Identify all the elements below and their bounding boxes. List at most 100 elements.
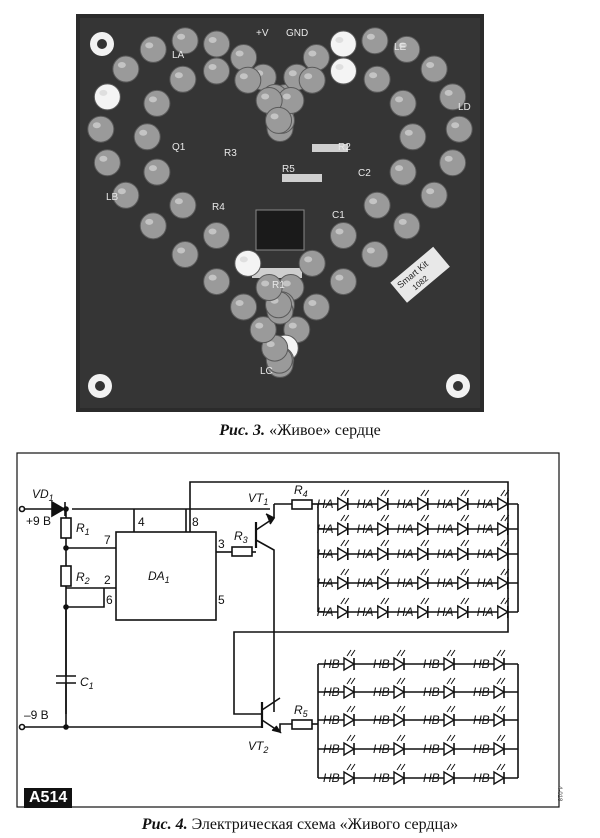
- figure-3-title: «Живое» сердце: [269, 422, 381, 439]
- led-label: HA: [397, 497, 414, 511]
- led-hb: [393, 763, 406, 786]
- led-ha: [457, 489, 470, 512]
- pcb-led: [230, 44, 258, 72]
- led-ha: [457, 514, 470, 537]
- led-label: HA: [437, 497, 454, 511]
- pcb-led: [302, 44, 330, 72]
- led-ha: [497, 514, 510, 537]
- led-hb: [443, 763, 456, 786]
- led-ha: [417, 489, 430, 512]
- pcb-led: [393, 35, 421, 63]
- pcb-led: [393, 212, 421, 240]
- pcb-led: [399, 123, 427, 151]
- led-ha: [497, 597, 510, 620]
- pcb-led: [169, 191, 197, 219]
- led-label: HA: [317, 522, 334, 536]
- pcb-label-gnd: GND: [286, 28, 308, 39]
- pcb-led: [439, 149, 467, 177]
- led-label: HA: [357, 522, 374, 536]
- pcb-led: [203, 30, 231, 58]
- label-vd1: VD1: [32, 487, 54, 503]
- pcb-led: [171, 241, 199, 269]
- led-ha: [457, 568, 470, 591]
- label-r1: R1: [76, 521, 90, 537]
- led-label: HB: [473, 685, 490, 699]
- led-label: HA: [477, 547, 494, 561]
- led-label: HA: [437, 605, 454, 619]
- pcb-label-la: LA: [172, 50, 185, 61]
- label-pin3: 3: [218, 537, 225, 551]
- pcb-led: [143, 89, 171, 117]
- led-ha: [337, 514, 350, 537]
- figure-3-number: Рис. 3.: [219, 422, 266, 439]
- led-label: HB: [323, 742, 340, 756]
- led-label: HB: [423, 685, 440, 699]
- led-label: HA: [357, 497, 374, 511]
- label-pin4: 4: [138, 515, 145, 529]
- pcb-led: [234, 249, 262, 277]
- figure-4-caption: Рис. 4. Электрическая схема «Живого серд…: [0, 816, 600, 834]
- led-ha: [377, 539, 390, 562]
- pcb-led: [112, 181, 140, 209]
- pcb-label-lb: LB: [106, 192, 119, 203]
- pcb-led: [329, 268, 357, 296]
- label-r5: R5: [294, 703, 309, 719]
- figure-4-number: Рис. 4.: [141, 816, 188, 833]
- led-hb: [393, 734, 406, 757]
- led-label: HA: [477, 497, 494, 511]
- led-ha: [457, 597, 470, 620]
- pcb-led: [249, 316, 277, 344]
- pcb-led: [139, 35, 167, 63]
- led-ha: [377, 568, 390, 591]
- led-ha: [377, 514, 390, 537]
- pcb-photo: +V GND R2 R3 R4 R5 R1 C1 C2 Q1 LA LB LC …: [76, 14, 484, 412]
- led-label: HA: [357, 576, 374, 590]
- led-ha: [337, 489, 350, 512]
- led-hb: [393, 677, 406, 700]
- pcb-label-q1: Q1: [172, 142, 186, 153]
- led-ha: [417, 539, 430, 562]
- led-hb: [493, 734, 506, 757]
- label-pin8: 8: [192, 515, 199, 529]
- led-ha: [457, 539, 470, 562]
- pcb-led: [171, 27, 199, 55]
- led-label: HB: [423, 771, 440, 785]
- led-label: HA: [317, 497, 334, 511]
- pcb-label-r3: R3: [224, 148, 237, 159]
- led-ha: [497, 568, 510, 591]
- pcb-label-r1: R1: [272, 280, 285, 291]
- pcb-label-power: +V: [256, 28, 269, 39]
- led-label: HA: [437, 522, 454, 536]
- label-r2: R2: [76, 570, 90, 586]
- figure-4-title: Электрическая схема «Живого сердца»: [191, 816, 459, 833]
- led-label: HA: [317, 576, 334, 590]
- pcb-led: [265, 106, 293, 134]
- pcb-led: [302, 293, 330, 321]
- pcb-led: [329, 222, 357, 250]
- pcb-label-c2: C2: [358, 168, 371, 179]
- led-label: HA: [437, 547, 454, 561]
- led-label: HB: [423, 657, 440, 671]
- label-da1: DA1: [148, 569, 170, 585]
- led-label: HA: [477, 522, 494, 536]
- pcb-label-le: LE: [394, 42, 407, 53]
- label-pin7: 7: [104, 533, 111, 547]
- led-ha: [497, 489, 510, 512]
- led-hb: [343, 734, 356, 757]
- led-ha: [377, 489, 390, 512]
- led-hb: [493, 705, 506, 728]
- figure-3-caption: Рис. 3. «Живое» сердце: [0, 422, 600, 440]
- led-label: HA: [477, 576, 494, 590]
- led-hb: [443, 734, 456, 757]
- pcb-label-ld: LD: [458, 102, 471, 113]
- led-hb: [493, 763, 506, 786]
- pcb-led: [87, 115, 115, 143]
- pcb-led: [234, 66, 262, 94]
- led-ha: [497, 539, 510, 562]
- pcb-led: [298, 249, 326, 277]
- led-label: HA: [397, 522, 414, 536]
- pcb-led: [139, 212, 167, 240]
- label-pin5: 5: [218, 593, 225, 607]
